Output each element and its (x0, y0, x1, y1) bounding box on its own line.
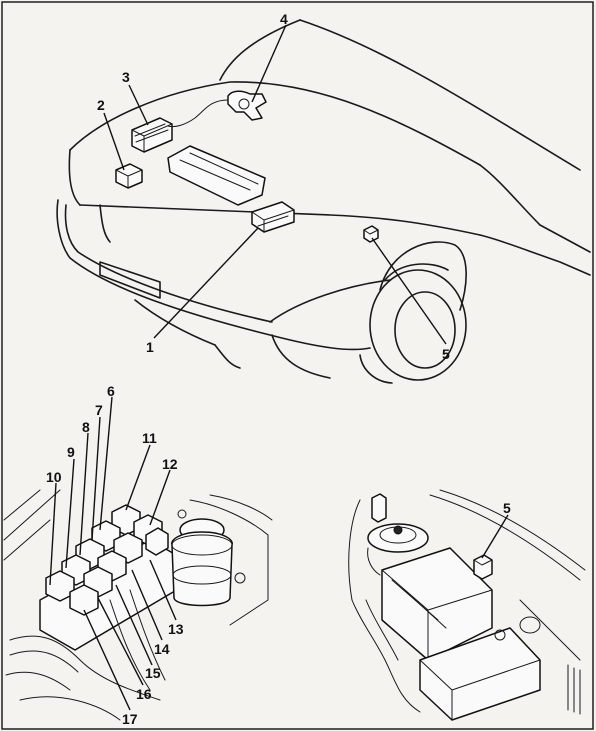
relay-cluster-view (3, 489, 273, 721)
relay-array (45, 504, 169, 616)
callout-11: 11 (142, 430, 157, 446)
callout-6: 6 (107, 383, 115, 399)
callout-labels: 1 2 3 4 5 6 7 8 9 10 11 12 13 14 15 16 1… (46, 11, 511, 727)
callout-14: 14 (154, 641, 170, 657)
callout-1: 1 (146, 339, 154, 355)
part-3-fuse-block (131, 117, 173, 153)
callout-4: 4 (280, 11, 288, 27)
callout-16: 16 (136, 686, 152, 702)
callout-12: 12 (162, 456, 178, 472)
leader-lines (49, 24, 509, 711)
car-front-view (56, 19, 591, 384)
callout-3: 3 (122, 69, 130, 85)
callout-9: 9 (67, 444, 75, 460)
callout-7: 7 (95, 402, 103, 418)
callout-2: 2 (97, 97, 105, 113)
callout-17: 17 (122, 711, 138, 727)
strut-mount (367, 493, 429, 576)
callout-15: 15 (145, 665, 161, 681)
part-5-relay-bay (473, 554, 493, 580)
fluid-reservoir (171, 509, 246, 607)
part-2-relay (115, 163, 143, 189)
callout-5-bay: 5 (503, 500, 511, 516)
callout-13: 13 (168, 621, 184, 637)
callout-10: 10 (46, 469, 62, 485)
part-5-relay (363, 225, 379, 243)
callout-8: 8 (82, 419, 90, 435)
part-4-sensor (167, 90, 267, 128)
air-box (381, 547, 493, 661)
strut-tower-view (348, 489, 586, 721)
part-1-relay-box (251, 201, 295, 233)
callout-5-top: 5 (442, 346, 450, 362)
